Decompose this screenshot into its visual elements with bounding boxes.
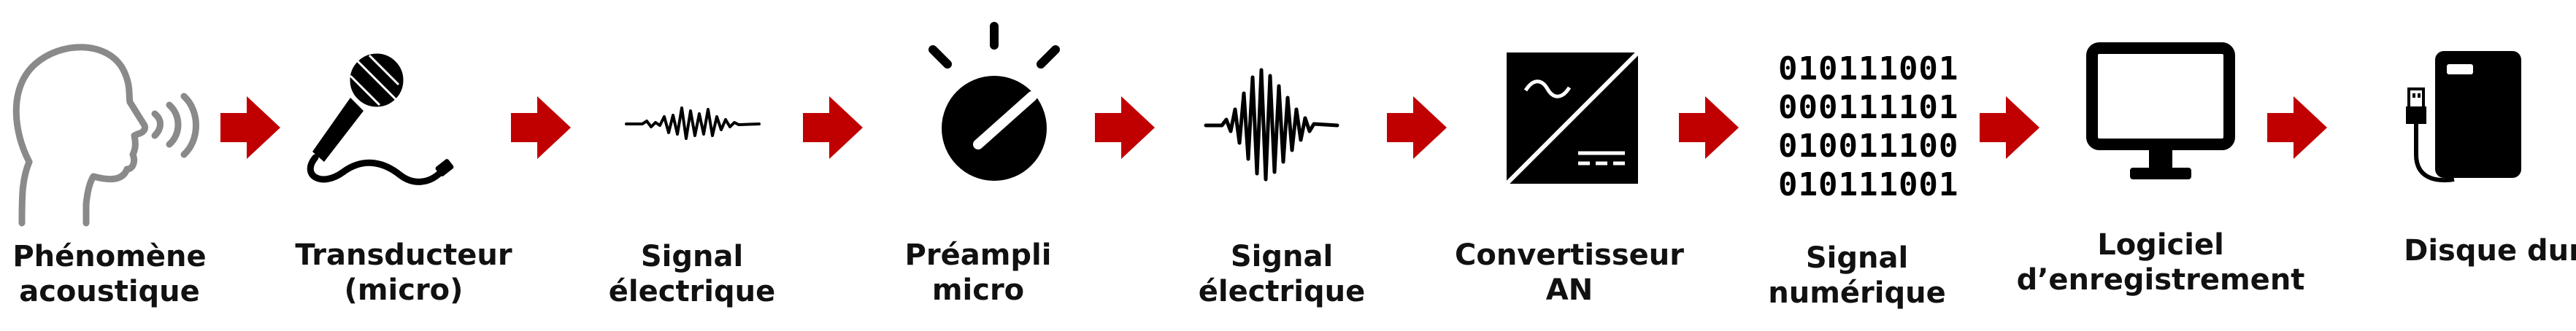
stage-label-line: AN (1545, 273, 1593, 307)
stage-label-line: Phénomène (12, 240, 207, 273)
stage-label-line: électrique (608, 275, 776, 308)
flow-arrow-5 (1387, 96, 1447, 159)
stage-label-acoustic: Phénomène acoustique (12, 239, 206, 309)
stage-label-line: Convertisseur (1454, 238, 1685, 272)
stage-label-signal-1: Signal électrique (609, 239, 775, 309)
gain-knob-icon (928, 22, 1060, 181)
stage-label-line: acoustique (19, 275, 200, 308)
stage-label-transducer: Transducteur (micro) (295, 238, 512, 308)
flow-arrow-6 (1679, 96, 1739, 159)
speaking-head-icon (12, 44, 199, 227)
stage-label-line: Logiciel (2097, 228, 2224, 262)
flow-arrow-7 (1980, 96, 2039, 159)
stage-label-line: Transducteur (295, 238, 512, 272)
usb-hard-drive-icon (2406, 51, 2521, 183)
binary-row: 000111101 (1778, 89, 1959, 126)
binary-row: 010011100 (1778, 128, 1959, 165)
stage-label-digital: Signal numérique (1768, 241, 1945, 311)
flow-arrow-4 (1095, 96, 1155, 159)
binary-digits-icon: 010111001 000111101 010011100 010111001 (1778, 50, 1958, 204)
stage-label-line: Signal (640, 240, 744, 273)
stage-label-line: (micro) (344, 273, 464, 307)
stage-label-signal-2: Signal électrique (1199, 239, 1365, 309)
stage-label-line: micro (931, 273, 1025, 307)
monitor-icon (2086, 42, 2235, 179)
flow-arrow-8 (2267, 96, 2327, 159)
strong-waveform-icon (1204, 68, 1339, 182)
binary-row: 010111001 (1778, 50, 1959, 87)
stage-label-line: Signal (1230, 240, 1334, 273)
flow-arrow-3 (803, 96, 863, 159)
stage-label-line: Disque dur (2404, 234, 2576, 268)
binary-row: 010111001 (1778, 166, 1959, 203)
stage-label-software: Logiciel d’enregistrement (2017, 227, 2305, 297)
stage-label-line: électrique (1198, 275, 1366, 308)
stage-label-line: Préampli (904, 238, 1052, 272)
stage-label-preamp: Préampli micro (905, 238, 1052, 308)
flow-arrow-2 (511, 96, 571, 159)
microphone-icon (307, 51, 454, 185)
stage-label-line: d’enregistrement (2016, 263, 2305, 297)
stage-label-converter: Convertisseur AN (1455, 238, 1684, 308)
ac-dc-converter-icon (1504, 50, 1640, 186)
weak-waveform-icon (625, 106, 761, 140)
flow-arrow-1 (220, 96, 280, 159)
stage-label-hard-drive: Disque dur (2404, 233, 2576, 268)
stage-label-line: Signal (1805, 241, 1909, 275)
stage-label-line: numérique (1768, 276, 1946, 310)
